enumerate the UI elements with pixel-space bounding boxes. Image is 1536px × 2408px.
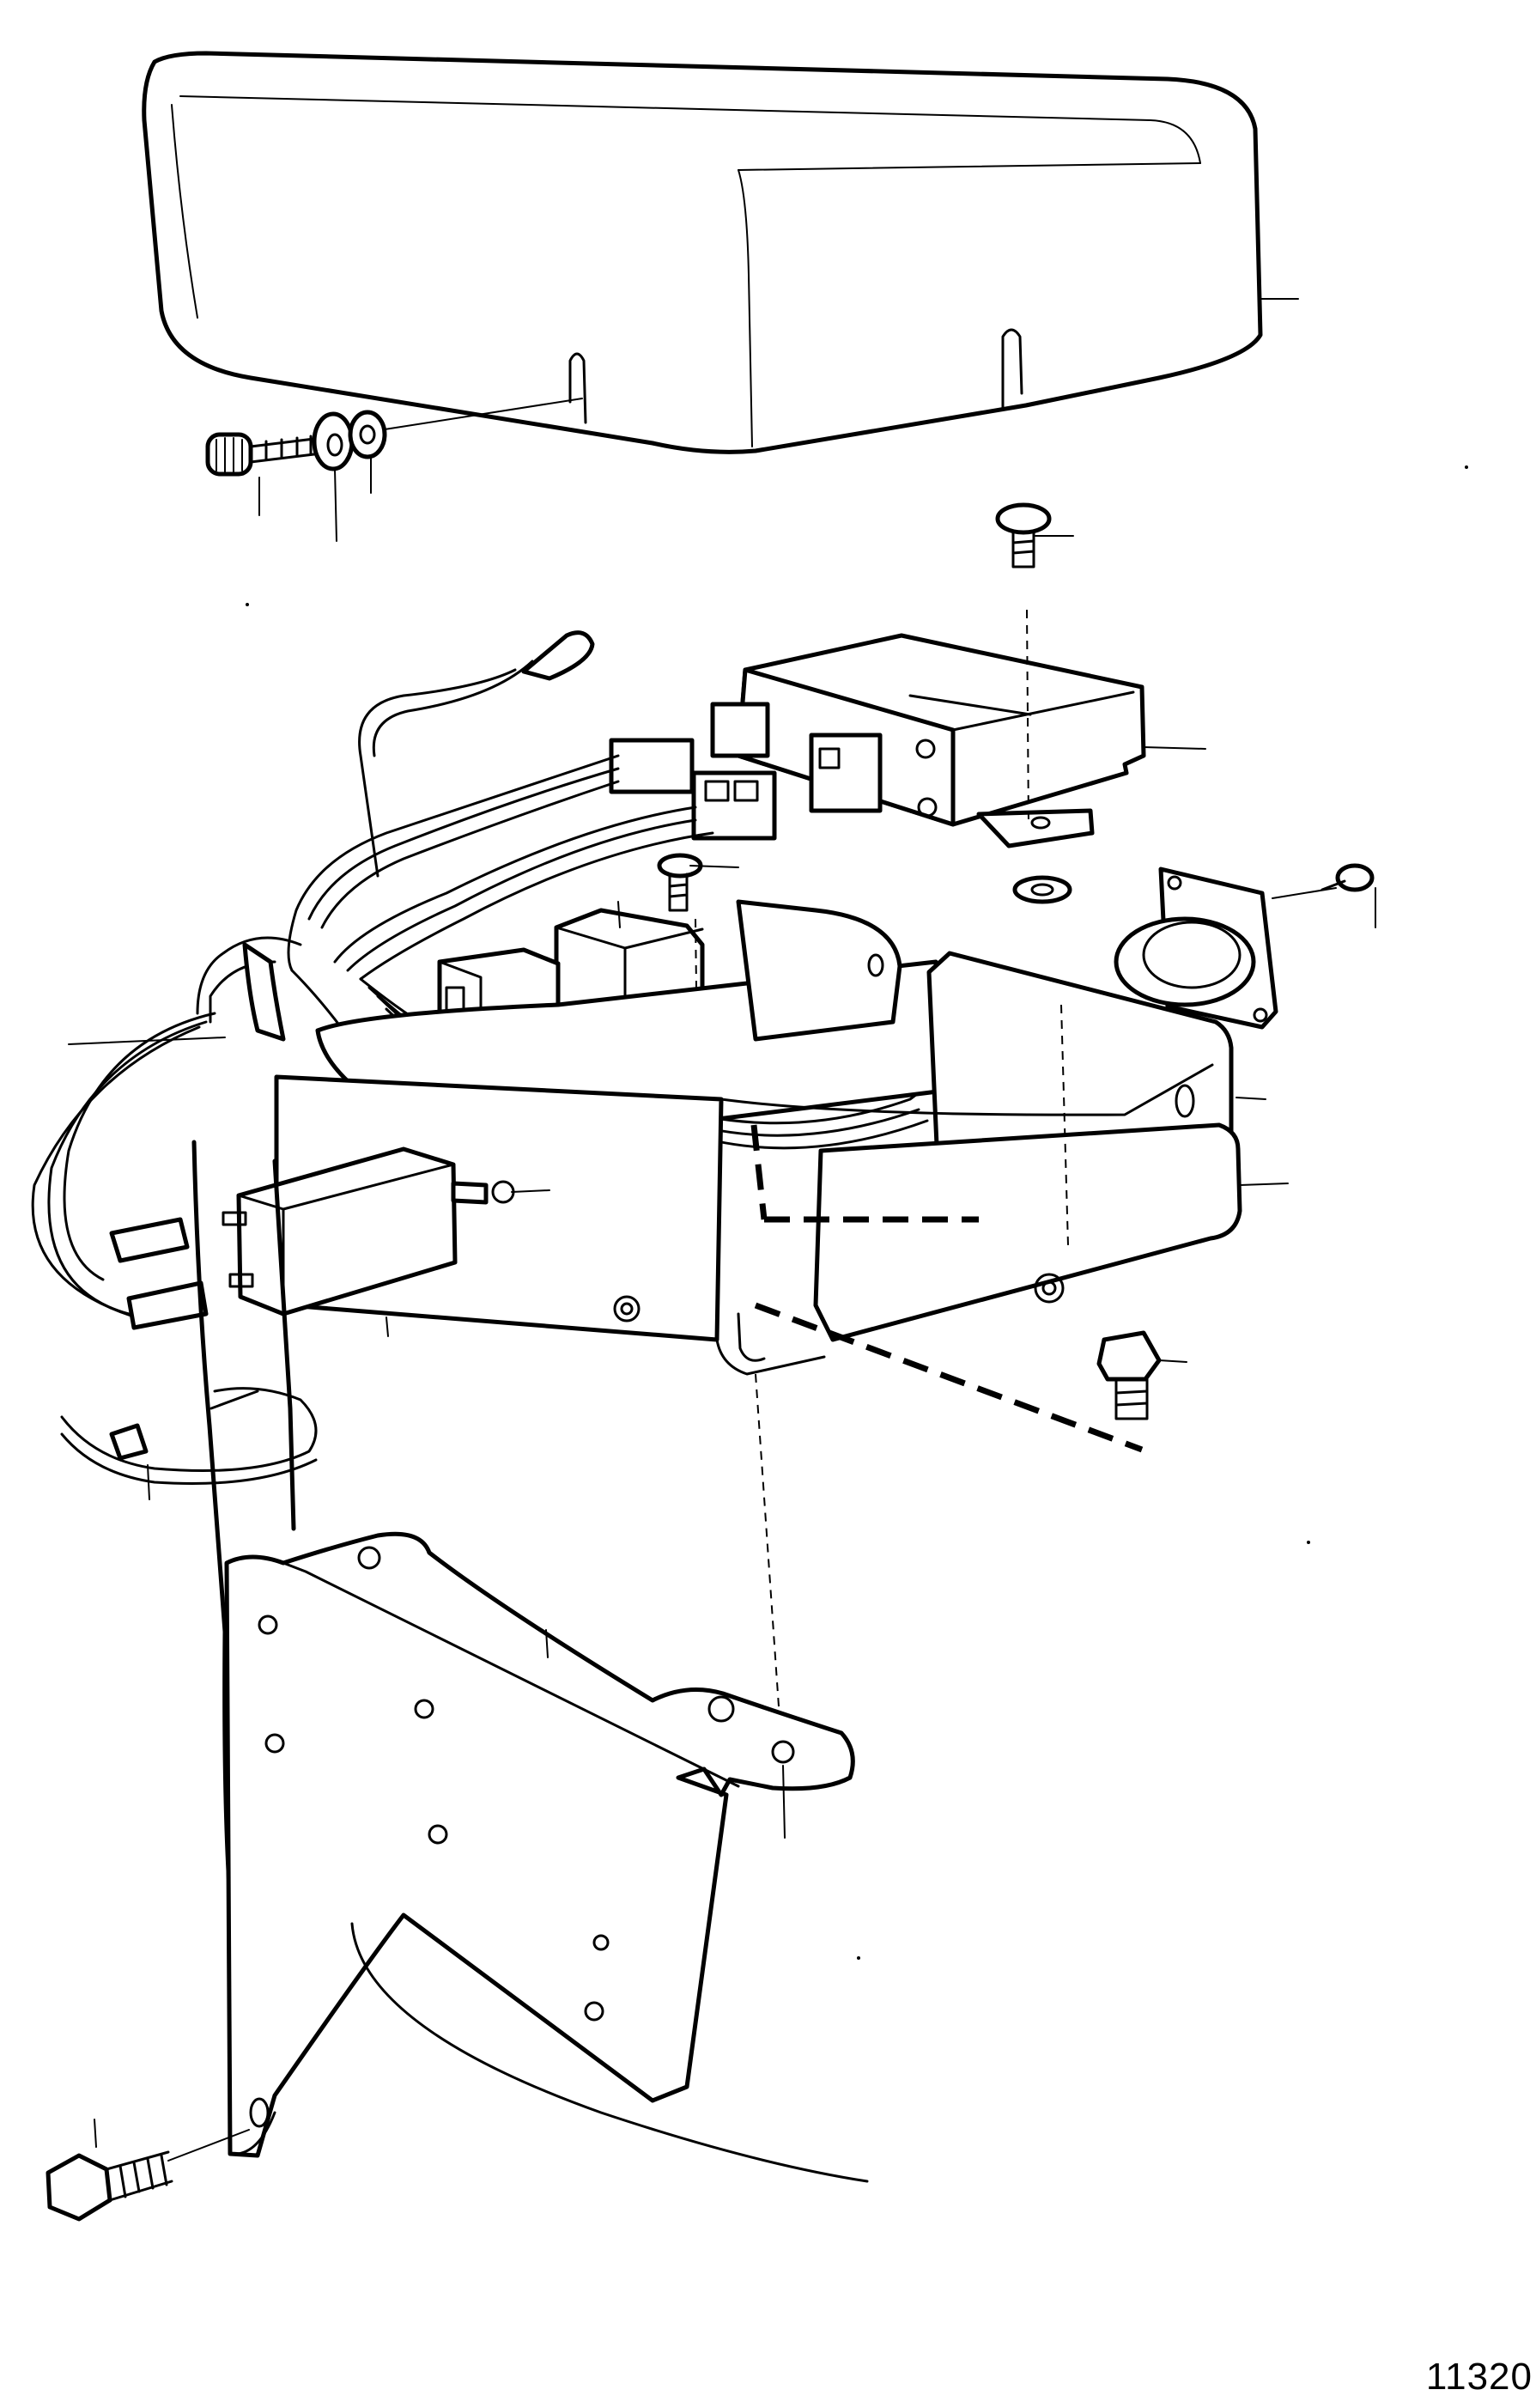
connector-icon [1012, 863, 1376, 1030]
bolt-icon-2 [46, 2119, 250, 2222]
figure-reference-number: 11320 [1425, 2356, 1533, 2398]
bracket-icon [191, 1140, 869, 2183]
connector-plugs [609, 702, 883, 841]
cable-tie-icon [60, 1387, 318, 1500]
washer-icon-2 [348, 398, 583, 494]
washer-icon [312, 411, 355, 542]
bolt-icon [1096, 1330, 1187, 1420]
switch-icon [109, 1146, 550, 1337]
control-box-icon [736, 502, 1206, 848]
cover-icon [142, 51, 1299, 454]
screw-icon [205, 432, 323, 516]
